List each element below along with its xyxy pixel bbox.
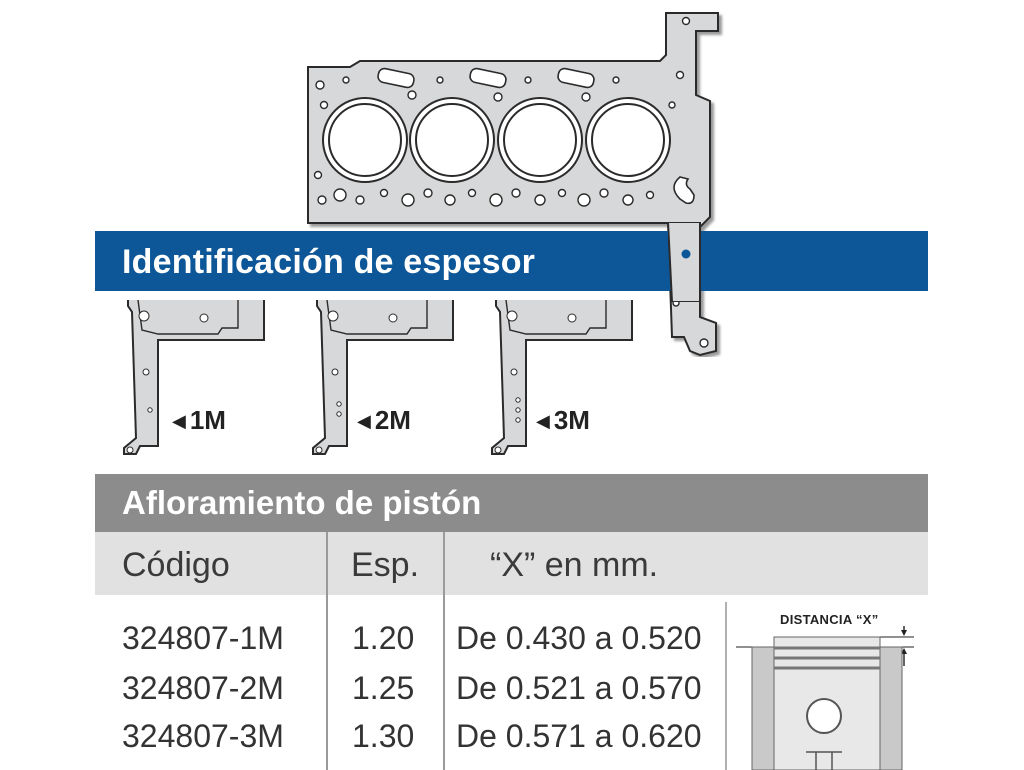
- row-1-range: De 0.430 a 0.520: [456, 620, 702, 656]
- distance-x-label: DISTANCIA “X”: [780, 612, 879, 627]
- thickness-mark-3m: ◀3M: [536, 405, 590, 435]
- thickness-mark-2m: ◀2M: [357, 405, 411, 435]
- piston-protrusion-title: Afloramiento de pistón: [122, 484, 482, 521]
- thickness-identification-banner: Identificación de espesor: [95, 231, 928, 291]
- thickness-identification-title: Identificación de espesor: [122, 243, 536, 281]
- row-1-thickness: 1.20: [352, 620, 415, 656]
- piston-protrusion-banner: Afloramiento de pistón: [95, 474, 928, 532]
- left-triangle-icon: ◀: [172, 411, 186, 431]
- header-thickness: Esp.: [351, 546, 420, 584]
- header-code: Código: [122, 546, 230, 584]
- column-divider: [725, 602, 727, 770]
- row-3-thickness: 1.30: [352, 718, 415, 754]
- piston-protrusion-diagram: [736, 626, 914, 770]
- row-1-code: 324807-1M: [122, 620, 284, 656]
- row-2-range: De 0.521 a 0.570: [456, 670, 702, 706]
- thickness-mark-1m: ◀1M: [172, 405, 226, 435]
- left-triangle-icon: ◀: [357, 411, 371, 431]
- cylinder-bores: [322, 97, 671, 183]
- tab-detail-2m: [312, 300, 454, 455]
- header-range: “X” en mm.: [490, 546, 659, 584]
- head-gasket-illustration: [307, 12, 719, 357]
- row-2-code: 324807-2M: [122, 670, 284, 706]
- row-3-range: De 0.571 a 0.620: [456, 718, 702, 754]
- table-header-row: Código Esp. “X” en mm.: [95, 532, 928, 595]
- row-3-code: 324807-3M: [122, 718, 284, 754]
- tab-detail-3m: [491, 300, 633, 455]
- left-triangle-icon: ◀: [536, 411, 550, 431]
- column-divider: [326, 532, 328, 770]
- tab-detail-1m: [123, 300, 265, 455]
- gasket-tab-overlay: [668, 222, 701, 302]
- column-divider: [443, 532, 445, 770]
- row-2-thickness: 1.25: [352, 670, 415, 706]
